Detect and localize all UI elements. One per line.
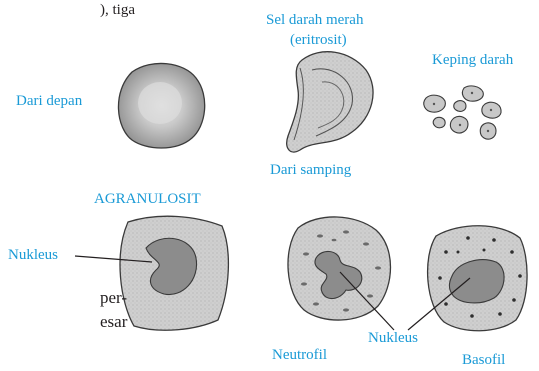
- platelet: [433, 117, 445, 127]
- side-view-label: Dari samping: [270, 162, 351, 179]
- platelets: [424, 86, 501, 139]
- platelet: [454, 101, 466, 112]
- platelets-label: Keping darah: [432, 52, 513, 69]
- agranulocyte-cell: [120, 216, 228, 330]
- front-view-label: Dari depan: [16, 93, 82, 110]
- left-fragment-2: esar: [100, 313, 127, 330]
- basophil-cell: [428, 226, 527, 331]
- nucleus-label-left: Nukleus: [8, 247, 58, 264]
- neutrophil-cell: [288, 217, 391, 320]
- neutrophil-label: Neutrofil: [272, 347, 327, 364]
- rbc-title-line2: (eritrosit): [290, 32, 347, 49]
- rbc-title-line1: Sel darah merah: [266, 12, 363, 29]
- agranulocyte-label: AGRANULOSIT: [94, 191, 201, 208]
- rbc-front-view: [118, 63, 204, 148]
- left-fragment-1: per-: [100, 289, 127, 306]
- basophil-label: Basofil: [462, 352, 505, 369]
- rbc-side-view: [287, 52, 373, 152]
- top-partial-text: ), tiga: [100, 2, 135, 19]
- nucleus-label-right: Nukleus: [368, 330, 418, 347]
